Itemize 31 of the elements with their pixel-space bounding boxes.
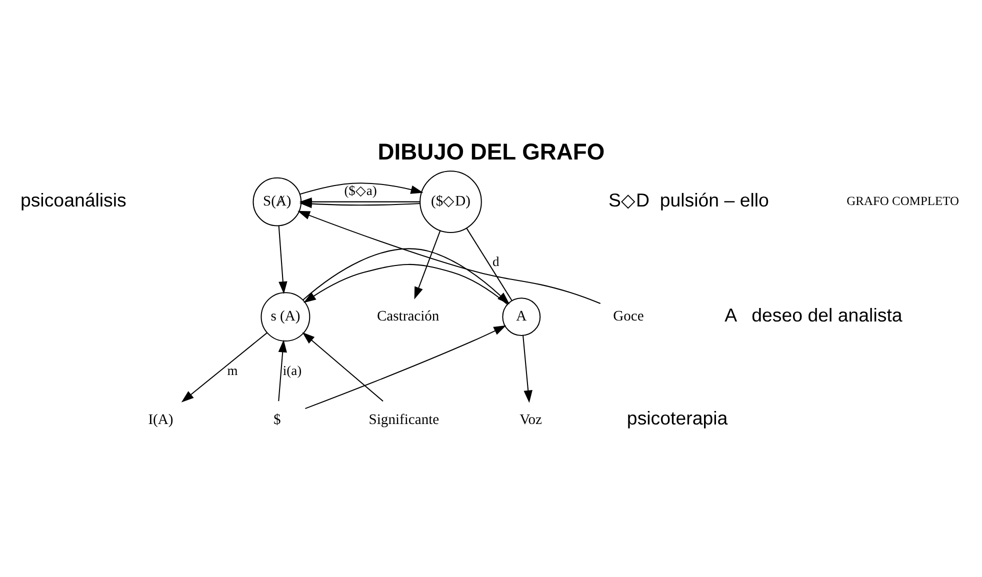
arrow [278,225,288,294]
node-circle: S(Ⱥ) [252,177,302,226]
arrow [299,197,420,206]
label: psicoterapia [626,408,728,429]
node-circle: A [502,298,541,336]
node-text: Castración [377,308,440,325]
arrow [278,340,287,402]
node-circle: ($◇D) [420,170,482,233]
arrow [522,335,532,403]
node-text: Significante [368,412,440,428]
label: S◇D pulsión – ello [608,189,769,210]
node-text: Goce [613,308,644,325]
node-text: I(A) [148,412,174,428]
arrow [304,264,508,305]
label: A deseo del analista [724,304,902,326]
label: psicoanálisis [20,189,126,210]
connector [466,228,512,301]
diagram-title: DIBUJO DEL GRAFO [378,138,605,165]
arrow [414,230,441,300]
arrow [305,325,506,410]
edge-label: i(a) [282,362,302,378]
arrow [181,332,268,402]
edge-label: m [227,362,238,378]
node-text: $ [274,412,281,428]
edge-label: d [492,254,500,269]
node-circle: s (A) [260,292,310,342]
node-text: Voz [520,412,542,428]
edge-label: ($◇a) [344,182,377,198]
arrow [302,332,384,402]
label: GRAFO COMPLETO [846,194,960,208]
arrow [300,182,424,195]
